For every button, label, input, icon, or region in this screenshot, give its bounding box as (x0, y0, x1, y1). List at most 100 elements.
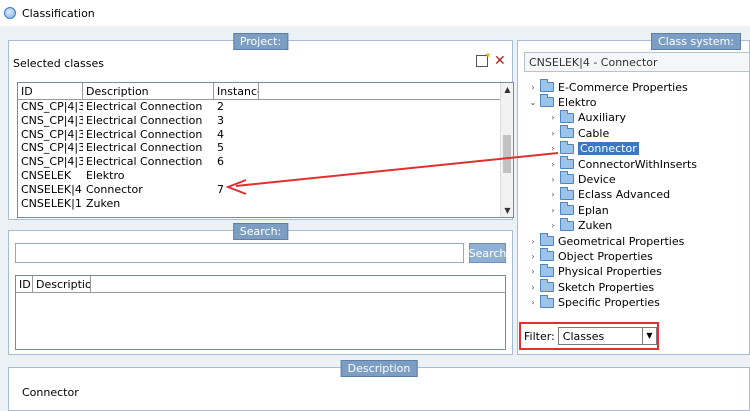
chevron-right-icon[interactable]: › (551, 174, 555, 184)
search-button[interactable]: Search (469, 243, 506, 263)
search-group: Search: Search ID Description (8, 223, 513, 355)
folder-icon (560, 202, 574, 216)
column-header-instance[interactable]: Instance (214, 83, 259, 99)
tree-node[interactable]: › Eplan (548, 202, 609, 217)
cell-id: CNSELEK|1 (21, 196, 82, 210)
chevron-right-icon[interactable]: › (551, 159, 555, 169)
search-input[interactable] (15, 243, 464, 263)
tree-node[interactable]: › Auxiliary (548, 109, 626, 125)
delete-icon[interactable]: ✕ (494, 53, 506, 69)
tree-node[interactable]: › Sketch Properties (528, 279, 655, 294)
chevron-right-icon[interactable]: › (531, 236, 535, 246)
chevron-right-icon[interactable]: › (531, 82, 535, 92)
chevron-right-icon[interactable]: › (551, 113, 555, 123)
cell-instance: 3 (217, 113, 224, 127)
tree-node-label: Geometrical Properties (558, 234, 685, 248)
folder-icon (540, 233, 554, 246)
tree-node[interactable]: › ConnectorWithInserts (548, 156, 697, 171)
chevron-down-icon[interactable]: ▼ (642, 328, 656, 344)
search-results-table: ID Description (15, 275, 506, 350)
cell-id: CNS_CP|4|3 (21, 141, 83, 155)
tree-node[interactable]: ⌄Elektro (528, 94, 596, 109)
chevron-down-icon[interactable]: ⌄ (529, 97, 537, 107)
folder-icon (560, 140, 574, 154)
chevron-right-icon[interactable]: › (531, 282, 535, 292)
cell-id: CNSELEK|4 (21, 182, 82, 196)
filter-select[interactable]: Classes ▼ (557, 327, 657, 345)
selected-classes-table: ID Description Instance CNS_CP|4|3Electr… (17, 82, 514, 218)
cell-description: Connector (86, 182, 143, 196)
tree-node[interactable]: › Physical Properties (528, 263, 662, 279)
chevron-right-icon[interactable]: › (551, 144, 555, 154)
class-system-current[interactable]: CNSELEK|4 - Connector (524, 52, 750, 72)
tree-node-label: ConnectorWithInserts (578, 157, 697, 171)
description-text: Connector (22, 386, 79, 399)
search-results-header: ID Description (16, 276, 505, 293)
cell-description: Elektro (86, 168, 125, 182)
tree-node-label: Physical Properties (558, 265, 662, 279)
cell-id: CNS_CP|4|3 (21, 127, 83, 141)
cell-description: Electrical Connection (86, 155, 203, 169)
column-header-id[interactable]: ID (18, 83, 83, 99)
new-class-icon[interactable] (476, 55, 488, 67)
chevron-right-icon[interactable]: › (551, 221, 555, 231)
tree-node-label: Auxiliary (578, 111, 626, 125)
tree-node-label: Zuken (578, 219, 613, 233)
tree-node[interactable]: ›Eclass Advanced (548, 186, 670, 202)
cell-instance: 6 (217, 155, 224, 169)
tree-node[interactable]: ›Device (548, 171, 616, 186)
cell-description: Electrical Connection (86, 141, 203, 155)
chevron-right-icon[interactable]: › (531, 251, 535, 261)
description-group: Description Connector (8, 360, 750, 411)
class-system-group: Class system: CNSELEK|4 - Connector ›E-C… (517, 33, 750, 355)
window-title: Classification (22, 6, 95, 20)
chevron-right-icon[interactable]: › (531, 267, 535, 277)
cell-instance: 5 (217, 141, 224, 155)
tree-node-label: Object Properties (558, 249, 653, 263)
tree-node-label: Sketch Properties (558, 280, 655, 294)
chevron-right-icon[interactable]: › (551, 205, 555, 215)
column-header-description[interactable]: Description (33, 276, 91, 292)
cell-instance (214, 197, 259, 211)
cell-id: CNS_CP|4|3 (21, 100, 83, 113)
class-system-legend: Class system: (651, 33, 741, 50)
cell-description: Electrical Connection (86, 113, 203, 127)
selected-classes-label: Selected classes (13, 57, 104, 70)
scroll-thumb[interactable] (503, 135, 511, 173)
tree-node[interactable]: › Zuken (548, 217, 613, 233)
tree-node-label: Eplan (578, 203, 609, 217)
tree-node[interactable]: ›E-Commerce Properties (528, 79, 688, 94)
tree-node[interactable]: › Geometrical Properties (528, 233, 685, 248)
folder-icon (560, 156, 574, 169)
window-body: Project: Selected classes ✕ ID Descripti… (0, 26, 750, 411)
folder-icon (540, 294, 554, 308)
chevron-right-icon[interactable]: › (551, 190, 555, 200)
tree-node-label: Specific Properties (558, 296, 660, 310)
window-titlebar: Classification (0, 0, 750, 26)
selected-classes-scrollbar[interactable]: ▲ ▼ (500, 83, 513, 217)
scroll-down-icon[interactable]: ▼ (504, 206, 511, 215)
tree-node-label: Cable (578, 126, 610, 140)
tree-node[interactable]: › Object Properties (528, 248, 653, 263)
class-tree: ›E-Commerce Properties⌄Elektro › Auxiliary… (528, 79, 750, 320)
tree-node[interactable]: › Cable (548, 125, 610, 140)
chevron-right-icon[interactable]: › (551, 128, 555, 138)
column-header-description[interactable]: Description (83, 83, 214, 99)
scroll-up-icon[interactable]: ▲ (504, 85, 511, 94)
tree-node[interactable]: ›Connector (548, 140, 639, 156)
folder-icon (560, 217, 574, 231)
chevron-right-icon[interactable]: › (531, 298, 535, 308)
cell-description: Electrical Connection (86, 127, 203, 141)
column-header-id[interactable]: ID (16, 276, 33, 292)
tree-node[interactable]: › Specific Properties (528, 294, 660, 310)
project-group: Project: Selected classes ✕ ID Descripti… (8, 33, 514, 220)
